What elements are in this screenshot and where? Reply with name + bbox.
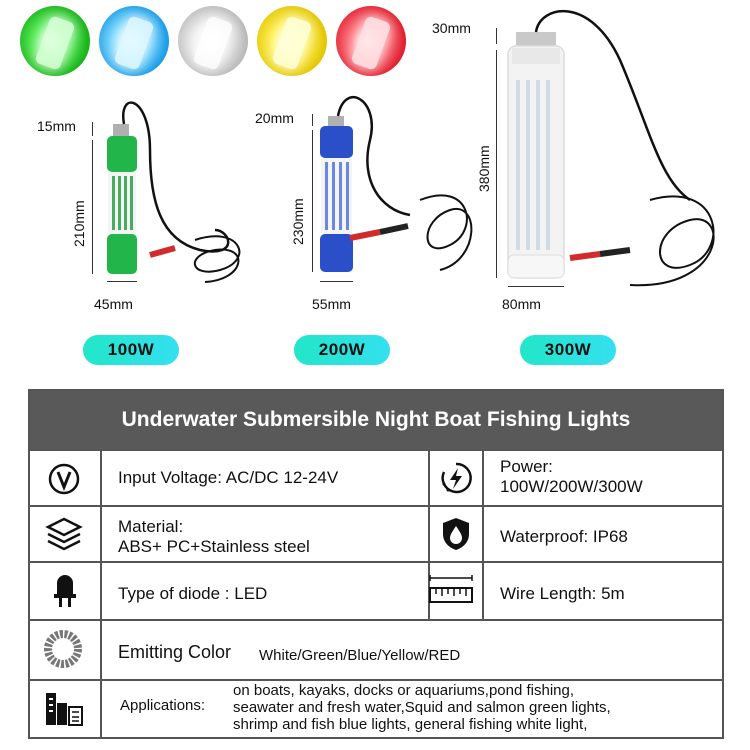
spec-table-title: Underwater Submersible Night Boat Fishin…	[30, 391, 722, 449]
cap-tick-200w	[312, 114, 313, 126]
waterproof-icon	[440, 516, 472, 557]
length-100w: 210mm	[71, 200, 87, 247]
length-tick-300w	[496, 50, 497, 278]
waterproof-text: Waterproof: IP68	[500, 527, 628, 546]
applications-line-1: on boats, kayaks, docks or aquariums,pon…	[233, 682, 575, 699]
cap-tick-300w	[496, 28, 497, 44]
watt-badge-100w: 100W	[83, 335, 179, 365]
light-200w-image	[320, 95, 473, 272]
cap-height-300w: 30mm	[432, 20, 471, 36]
col-divider	[100, 449, 102, 737]
light-100w-image	[107, 101, 241, 283]
width-tick-100w	[107, 281, 137, 282]
row-divider	[30, 619, 722, 621]
cap-height-200w: 20mm	[255, 110, 294, 126]
layers-icon	[44, 516, 84, 557]
row-divider	[30, 561, 722, 563]
power-icon	[438, 460, 474, 501]
light-300w-image	[507, 9, 715, 287]
emitting-value: White/Green/Blue/Yellow/RED	[259, 647, 461, 664]
color-swatch-red	[336, 6, 406, 76]
diameter-200w: 55mm	[312, 296, 351, 312]
length-tick-200w	[312, 130, 313, 272]
color-swatch-yellow	[257, 6, 327, 76]
length-tick-100w	[92, 140, 93, 274]
color-swatch-white	[178, 6, 248, 76]
wire-length-text: Wire Length: 5m	[500, 584, 625, 603]
cap-height-100w: 15mm	[37, 118, 76, 134]
power-label: Power:	[500, 457, 553, 476]
color-ring-icon	[43, 629, 83, 674]
input-voltage-text: Input Voltage: AC/DC 12-24V	[118, 468, 339, 487]
row-divider	[30, 505, 722, 507]
ruler-icon	[426, 572, 476, 613]
voltage-icon	[47, 462, 81, 501]
color-swatch-green	[20, 6, 90, 76]
diode-text: Type of diode : LED	[118, 584, 268, 603]
watt-badge-300w: 300W	[520, 335, 616, 365]
width-tick-200w	[320, 281, 353, 282]
power-value: 100W/200W/300W	[500, 477, 643, 496]
emitting-label: Emitting Color	[118, 642, 232, 662]
applications-line-3: shrimp and fish blue lights, general fis…	[233, 716, 588, 733]
diameter-100w: 45mm	[94, 296, 133, 312]
led-diode-icon	[52, 572, 78, 613]
row-divider	[30, 449, 722, 451]
material-value: ABS+ PC+Stainless steel	[118, 537, 310, 556]
col-divider	[482, 449, 484, 619]
buildings-icon	[44, 689, 84, 732]
applications-label: Applications:	[120, 697, 206, 714]
col-divider	[428, 449, 430, 619]
spec-table: Underwater Submersible Night Boat Fishin…	[28, 389, 724, 739]
watt-badge-200w: 200W	[294, 335, 390, 365]
row-divider	[30, 679, 722, 681]
diameter-300w: 80mm	[502, 296, 541, 312]
cap-tick-100w	[92, 122, 93, 136]
product-illustrations	[107, 9, 715, 287]
length-300w: 380mm	[476, 145, 492, 192]
material-label: Material:	[118, 517, 184, 536]
width-tick-300w	[508, 286, 564, 287]
length-200w: 230mm	[290, 198, 306, 245]
applications-line-2: seawater and fresh water,Squid and salmo…	[233, 699, 611, 716]
color-swatch-blue	[99, 6, 169, 76]
